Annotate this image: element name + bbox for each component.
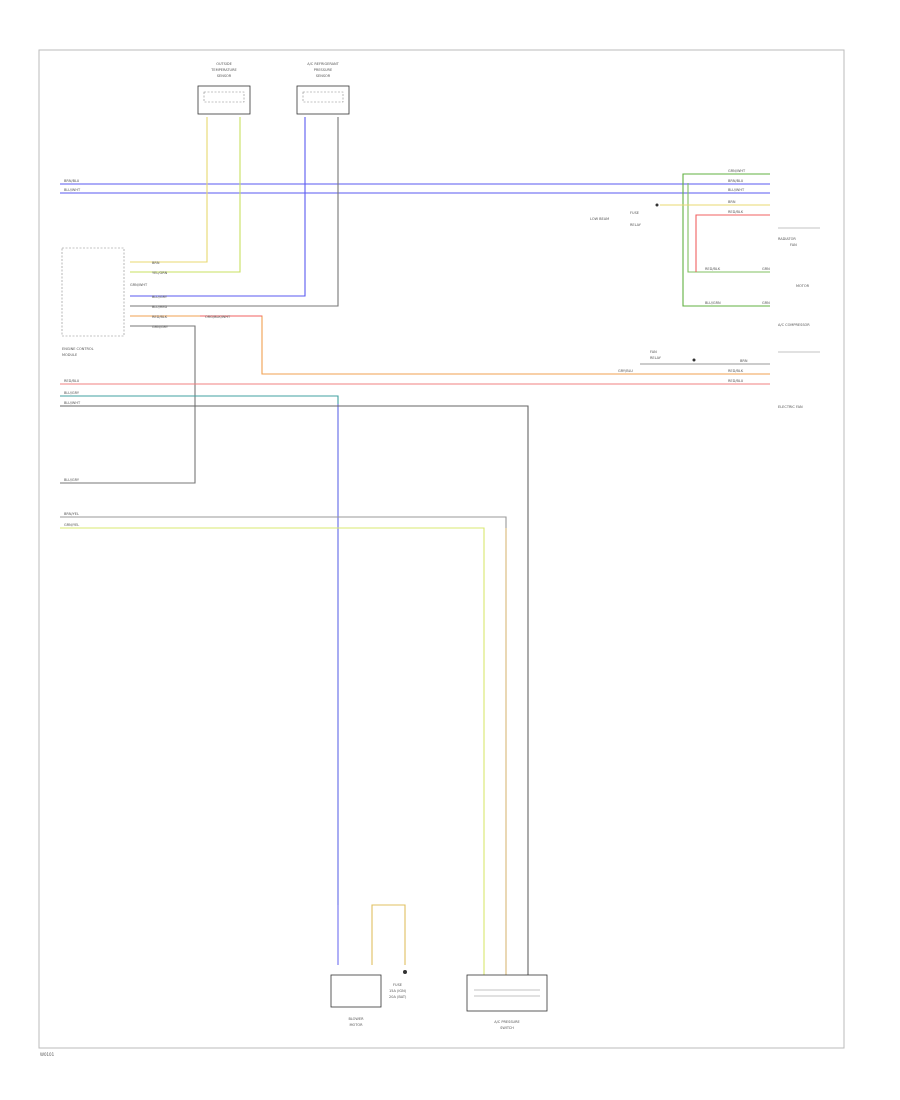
wire-gray-bottom [60, 516, 507, 975]
right-wire-label-6: RED/BLK [705, 267, 721, 271]
right-wire-label-5: RED/BLK [728, 210, 744, 214]
orange-wire-label: ORG/BLK/WHT [205, 315, 231, 319]
wire-sensor-a-green [130, 117, 241, 273]
wire-label-red-long: RED/BLU [64, 379, 80, 383]
footer-code: W0101 [40, 1052, 55, 1057]
fuse-block: FUSE 15A (IGN) 20A (BAT) [389, 970, 407, 999]
right-wire-label-9: GRN [762, 301, 770, 305]
sensor-a-label-2: TEMPERATURE [210, 68, 236, 72]
ecm-label-1: ENGINE CONTROL [62, 347, 94, 351]
ac-label: A/C COMPRESSOR [778, 323, 810, 327]
fuse-mid-label-1: FUSE [393, 983, 402, 987]
sensor-a-label-1: OUTSIDE [216, 62, 232, 66]
ac-pressure-sensor: A/C REFRIGERANT PRESSURE SENSOR [296, 62, 350, 115]
switch-label-1: A/C PRESSURE [494, 1020, 520, 1024]
outside-temp-sensor: OUTSIDE TEMPERATURE SENSOR [197, 62, 251, 115]
relay-label-2: RELAY [650, 356, 662, 360]
wire-label-gray-long: BLU/WHT [64, 401, 81, 405]
wire-right-red [695, 214, 770, 272]
blower-label-1: BLOWER [348, 1017, 364, 1021]
sensor-b-label-1: A/C REFRIGERANT [307, 62, 339, 66]
ecm-label-2: MODULE [62, 353, 77, 357]
ecm-wire-label-1: BRN [152, 261, 160, 265]
right-wire-label-2: BRN/BLU [728, 179, 744, 183]
electric-fan: ELECTRIC FAN [778, 351, 820, 409]
fuse-label-1: FUSE [630, 211, 639, 215]
wire-gray-long [60, 405, 529, 975]
fuse-label-2: LOW BEAM [590, 217, 609, 221]
wire-label-teal: BLU/GRY [64, 391, 80, 395]
wire-yellow-bottom [60, 527, 485, 975]
right-wire-label-4: BRN [728, 200, 736, 204]
sensor-b-label-3: SENSOR [316, 74, 331, 78]
fuse-mid-label-2: 15A (IGN) [389, 989, 407, 993]
wire-label-ylw-grn: BRN/YEL [64, 512, 79, 516]
fuse-low-beam-relay: FUSE LOW BEAM RELAY [590, 203, 659, 227]
radiator-fan-motor: RADIATOR FAN MOTOR A/C COMPRESSOR [778, 227, 820, 327]
wire-right-green [682, 173, 770, 307]
ac-pressure-switch: A/C PRESSURE SWITCH [466, 974, 548, 1030]
wire-teal [60, 395, 339, 905]
blower-motor: BLOWER MOTOR [330, 974, 382, 1027]
wire-label-grn-ylw: GRN/YEL [64, 523, 79, 527]
right-wire-label-11: RED/BLK [728, 369, 744, 373]
relay-label-1: FAN [650, 350, 657, 354]
fuse-mid-label-3: 20A (BAT) [389, 995, 407, 999]
wire-orange [130, 315, 770, 375]
wire-sensor-b-blue [130, 117, 306, 297]
wire-label-blue-top2: BLU/WHT [64, 188, 81, 192]
fan-label-2: FAN [790, 243, 797, 247]
blower-label-2: MOTOR [349, 1023, 363, 1027]
engine-control-module: ENGINE CONTROL MODULE [61, 247, 125, 357]
switch-label-2: SWITCH [500, 1026, 514, 1030]
ecm-wire-label-6: RED/BLK [152, 315, 168, 319]
fan-label-3: MOTOR [796, 284, 810, 288]
right-wire-label-10: BRN [740, 359, 748, 363]
ecm-wire-label-2: YEL/GRN [152, 271, 168, 275]
fan-label-1: RADIATOR [778, 237, 796, 241]
sensor-b-label-2: PRESSURE [314, 68, 332, 72]
wire-right-green2 [687, 183, 770, 273]
ecm-wire-label-7: GRN/GRY [152, 325, 169, 329]
right-wire-label-12: RED/BLU [728, 379, 744, 383]
wire-sensor-b-gray [130, 117, 339, 307]
ecm-wire-label-5: BLU/RED [152, 305, 168, 309]
wire-sensor-a-yellow [130, 117, 208, 263]
right-wire-label-3: BLU/WHT [728, 188, 745, 192]
ecm-wire-label-4: BLU/GRY [152, 295, 168, 299]
wire-gray-ecm-down [60, 325, 196, 484]
right-wire-label-7: BLU/GRN [705, 301, 721, 305]
right-wire-label-1: GRN/WHT [728, 169, 746, 173]
fan-relay-tag: FAN RELAY [650, 350, 696, 362]
wire-label-gray-left: BLU/GRY [64, 478, 80, 482]
fuse-label-3: RELAY [630, 223, 642, 227]
diagram-frame [38, 49, 845, 1049]
electric-fan-label: ELECTRIC FAN [778, 405, 803, 409]
wire-fuse-yellow [371, 904, 406, 965]
sensor-a-label-3: SENSOR [217, 74, 232, 78]
right-wire-label-8: GRN [762, 267, 770, 271]
ecm-wire-label-3: GRN/WHT [130, 283, 148, 287]
wire-label-blue-top: BRN/BLU [64, 179, 80, 183]
right-wire-label-13: GRY/BLU [618, 369, 633, 373]
